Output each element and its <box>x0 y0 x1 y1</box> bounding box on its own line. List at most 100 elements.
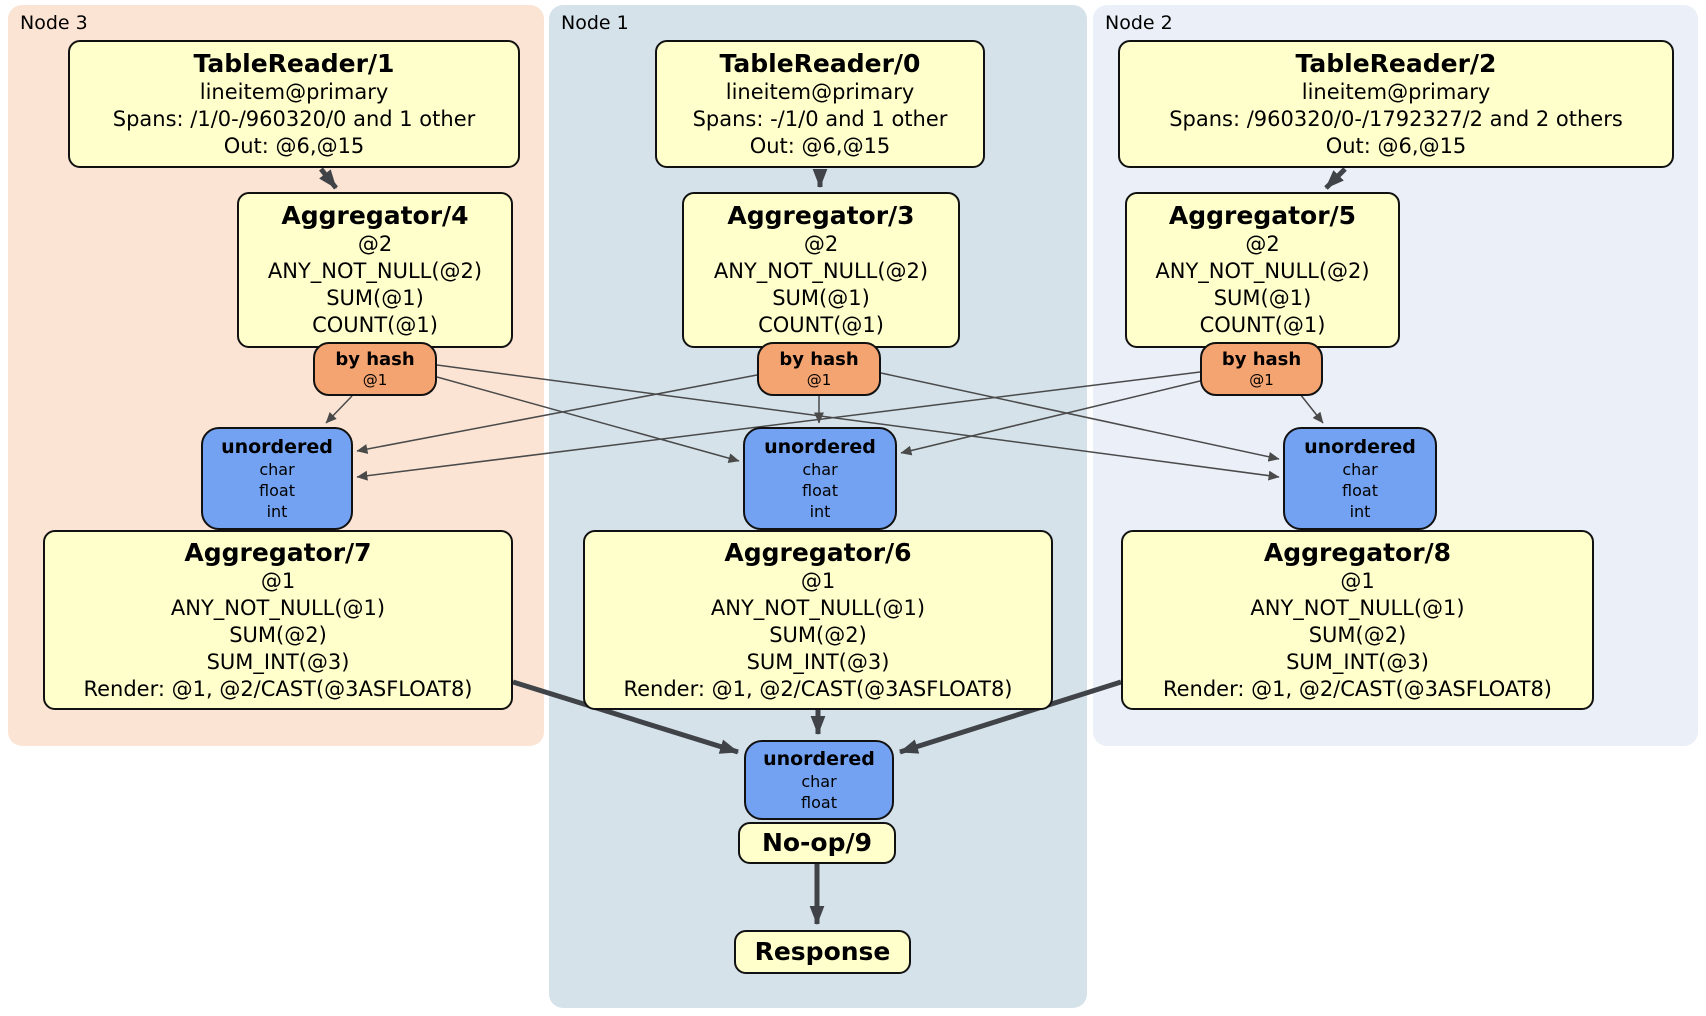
sync-type: int <box>1349 501 1371 521</box>
render-line: Render: @1, @2/CAST(@3ASFLOAT8) <box>1162 676 1553 701</box>
agg-fn-line: SUM_INT(@3) <box>746 649 890 674</box>
edge-aggregator8-final-sync <box>898 679 1122 755</box>
unordered-sync-box-final: unordered char float <box>744 740 894 820</box>
render-line: Render: @1, @2/CAST(@3ASFLOAT8) <box>623 676 1013 701</box>
node1-label: Node 1 <box>561 12 629 34</box>
group-line: @1 <box>800 568 836 593</box>
node3-label: Node 3 <box>20 12 88 34</box>
unordered-sync-box-node1: unordered char float int <box>743 427 897 530</box>
sync-type: float <box>802 480 838 500</box>
router-key: @1 <box>362 371 388 389</box>
agg-fn-line: SUM(@2) <box>769 622 867 647</box>
sync-type: char <box>801 771 837 791</box>
processor-title: TableReader/2 <box>1295 48 1497 78</box>
aggregator-box-node3-post: Aggregator/7 @1 ANY_NOT_NULL(@1) SUM(@2)… <box>43 530 513 710</box>
group-line: @1 <box>260 568 296 593</box>
agg-fn-line: SUM(@2) <box>229 622 327 647</box>
sync-title: unordered <box>764 435 876 458</box>
hash-router-box-node3: by hash @1 <box>313 342 437 396</box>
agg-fn-line: SUM(@1) <box>772 286 870 310</box>
edge-router1-sync2 <box>880 372 1280 462</box>
edge-tablereader2-aggregator5 <box>1324 167 1347 190</box>
noop-box: No-op/9 <box>738 822 896 864</box>
edge-router2-sync3 <box>356 371 1201 481</box>
unordered-sync-box-node3: unordered char float int <box>201 427 353 530</box>
edge-tablereader1-aggregator4 <box>319 167 338 190</box>
processor-title: Aggregator/8 <box>1263 537 1452 567</box>
router-title: by hash <box>1221 349 1302 370</box>
out-line: Out: @6,@15 <box>749 133 891 158</box>
unordered-sync-box-node2: unordered char float int <box>1283 427 1437 530</box>
agg-fn-line: SUM(@2) <box>1308 622 1407 647</box>
render-line: Render: @1, @2/CAST(@3ASFLOAT8) <box>83 676 473 701</box>
sync-type: float <box>801 792 837 812</box>
agg-fn-line: ANY_NOT_NULL(@1) <box>710 595 926 620</box>
router-title: by hash <box>779 349 859 370</box>
index-line: lineitem@primary <box>1301 79 1491 104</box>
table-reader-box-node1: TableReader/0 lineitem@primary Spans: -/… <box>655 40 985 168</box>
hash-router-box-node2: by hash @1 <box>1200 342 1323 396</box>
table-reader-box-node3: TableReader/1 lineitem@primary Spans: /1… <box>68 40 520 168</box>
agg-fn-line: COUNT(@1) <box>1199 313 1326 337</box>
edge-aggregator7-final-sync <box>512 679 740 755</box>
agg-fn-line: SUM_INT(@3) <box>206 649 350 674</box>
sync-type: float <box>1342 480 1378 500</box>
index-line: lineitem@primary <box>725 79 915 104</box>
group-line: @1 <box>1340 568 1375 593</box>
processor-title: Aggregator/7 <box>184 537 372 567</box>
agg-fn-line: COUNT(@1) <box>312 313 438 337</box>
agg-fn-line: SUM(@1) <box>1213 286 1312 310</box>
edge-router3-sync2 <box>436 364 1280 481</box>
index-line: lineitem@primary <box>199 79 389 104</box>
spans-line: Spans: -/1/0 and 1 other <box>692 106 948 131</box>
spans-line: Spans: /960320/0-/1792327/2 and 2 others <box>1169 106 1623 131</box>
router-key: @1 <box>806 371 832 389</box>
sync-type: float <box>259 480 295 500</box>
sync-type: char <box>1342 459 1378 479</box>
table-reader-box-node2: TableReader/2 lineitem@primary Spans: /9… <box>1118 40 1674 168</box>
aggregator-box-node3-pre: Aggregator/4 @2 ANY_NOT_NULL(@2) SUM(@1)… <box>237 192 513 348</box>
processor-title: Response <box>754 937 891 966</box>
sync-title: unordered <box>1304 435 1416 458</box>
agg-fn-line: SUM(@1) <box>326 286 424 310</box>
aggregator-box-node1-post: Aggregator/6 @1 ANY_NOT_NULL(@1) SUM(@2)… <box>583 530 1053 710</box>
sync-type: char <box>802 459 838 479</box>
spans-line: Spans: /1/0-/960320/0 and 1 other <box>112 106 476 131</box>
group-line: @2 <box>357 232 393 256</box>
group-line: @2 <box>803 232 839 256</box>
processor-title: Aggregator/4 <box>281 201 469 230</box>
edge-router3-sync3 <box>325 395 353 424</box>
sync-type: char <box>259 459 295 479</box>
processor-title: TableReader/0 <box>719 48 921 78</box>
edge-router2-sync2 <box>1299 393 1324 424</box>
router-title: by hash <box>335 349 415 370</box>
agg-fn-line: SUM_INT(@3) <box>1286 649 1429 674</box>
processor-title: Aggregator/3 <box>727 201 915 230</box>
processor-title: Aggregator/5 <box>1168 201 1357 230</box>
node2-label: Node 2 <box>1105 12 1173 34</box>
sync-type: int <box>809 501 831 521</box>
hash-router-box-node1: by hash @1 <box>757 342 881 396</box>
agg-fn-line: ANY_NOT_NULL(@1) <box>170 595 386 620</box>
aggregator-box-node1-pre: Aggregator/3 @2 ANY_NOT_NULL(@2) SUM(@1)… <box>682 192 960 348</box>
group-line: @2 <box>1245 232 1280 256</box>
out-line: Out: @6,@15 <box>1325 133 1467 158</box>
router-key: @1 <box>1249 371 1274 389</box>
processor-title: Aggregator/6 <box>724 537 912 567</box>
edge-router1-sync3 <box>356 374 758 454</box>
sync-title: unordered <box>221 435 333 458</box>
agg-fn-line: COUNT(@1) <box>758 313 884 337</box>
agg-fn-line: ANY_NOT_NULL(@2) <box>1155 259 1370 283</box>
edge-router2-sync1 <box>900 380 1201 456</box>
sync-type: int <box>266 501 288 521</box>
sync-title: unordered <box>763 747 875 770</box>
edge-router3-sync1 <box>436 376 740 463</box>
response-box: Response <box>734 930 911 974</box>
processor-title: No-op/9 <box>761 828 873 857</box>
agg-fn-line: ANY_NOT_NULL(@2) <box>713 259 929 283</box>
processor-title: TableReader/1 <box>193 48 395 78</box>
agg-fn-line: ANY_NOT_NULL(@2) <box>267 259 483 283</box>
aggregator-box-node2-post: Aggregator/8 @1 ANY_NOT_NULL(@1) SUM(@2)… <box>1121 530 1594 710</box>
